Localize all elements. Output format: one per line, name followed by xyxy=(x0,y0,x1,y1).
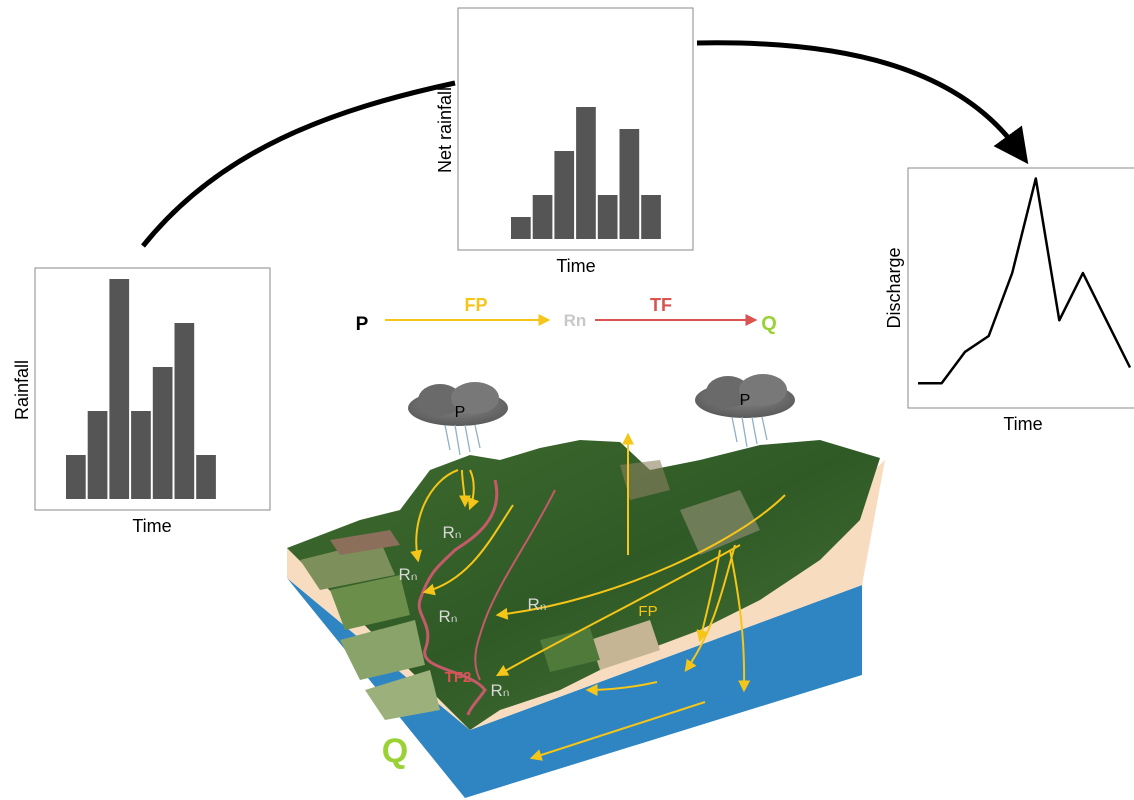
rn-label-4: Rₙ xyxy=(527,595,546,614)
rainfall-bar-2 xyxy=(87,411,108,499)
discharge-frame xyxy=(907,167,1134,409)
cloud-left-label: P xyxy=(455,404,466,421)
cloud-right: P xyxy=(695,374,795,448)
aquifer-flow-arrow xyxy=(529,701,706,761)
discharge-line xyxy=(918,177,1132,385)
net-rainfall-chart: Net rainfall Time xyxy=(435,7,694,276)
rn-label-1: Rₙ xyxy=(442,523,461,542)
net-rainfall-bar-7 xyxy=(641,195,661,239)
rainfall-bar-7 xyxy=(196,455,216,499)
net-rainfall-bar-6 xyxy=(619,129,640,239)
rainfall-bar-5 xyxy=(152,367,173,499)
flow-path-3 xyxy=(410,469,459,563)
landscape-block: P P Rₙ xyxy=(287,374,885,798)
net-rainfall-bar-1 xyxy=(511,217,531,239)
rainfall-chart: Rainfall Time xyxy=(12,267,271,536)
net-rainfall-bar-2 xyxy=(532,195,553,239)
rainfall-bars xyxy=(66,279,216,499)
net-rainfall-bar-3 xyxy=(554,151,575,239)
rn-labels: Rₙ Rₙ Rₙ Rₙ Rₙ xyxy=(398,523,546,700)
cloud-right-label: P xyxy=(740,392,751,409)
rainfall-bar-6 xyxy=(174,323,195,499)
rn-label-5: Rₙ xyxy=(490,681,509,700)
flow-path-6 xyxy=(495,544,741,677)
net-rainfall-bar-4 xyxy=(576,107,596,239)
rn-label-2: Rₙ xyxy=(398,565,417,584)
flow-path-5 xyxy=(495,494,786,620)
flow-path-2 xyxy=(467,469,480,511)
rainfall-bar-1 xyxy=(66,455,86,499)
rainfall-xlabel: Time xyxy=(132,516,171,536)
flow-tf-label: TF xyxy=(650,295,672,315)
stream-channel xyxy=(417,479,499,716)
net-rainfall-xlabel: Time xyxy=(556,256,595,276)
q-outlet-label: Q xyxy=(382,732,408,770)
fp-landscape-label: FP xyxy=(638,603,657,620)
stream-tributary xyxy=(474,489,556,681)
rn-label-3: Rₙ xyxy=(438,607,457,626)
field-4 xyxy=(365,670,440,720)
net-rainfall-bars xyxy=(511,107,661,239)
rainfall-bar-4 xyxy=(131,411,151,499)
tf2-label: TF2 xyxy=(445,669,472,686)
flow-path-1 xyxy=(458,469,471,508)
clearing-1 xyxy=(680,490,760,555)
field-6 xyxy=(330,530,400,555)
flow-path-4 xyxy=(422,504,514,596)
field-3 xyxy=(340,620,425,680)
flow-rn-label: Rn xyxy=(564,311,587,330)
field-2 xyxy=(330,575,410,630)
discharge-chart: Discharge Time xyxy=(884,167,1134,434)
flow-path-8 xyxy=(729,549,751,693)
cloud-left: P xyxy=(408,382,508,456)
discharge-ylabel: Discharge xyxy=(884,247,904,328)
net-rainfall-bar-5 xyxy=(597,195,618,239)
flow-p-label: P xyxy=(356,314,369,335)
flow-path-10 xyxy=(585,681,658,696)
field-7 xyxy=(540,628,600,672)
field-5 xyxy=(590,620,660,670)
aquifer-front-face xyxy=(287,578,862,798)
flow-curve-right xyxy=(696,40,1029,165)
net-rainfall-ylabel: Net rainfall xyxy=(435,87,455,173)
flow-curve-left xyxy=(141,80,456,248)
transfer-flow-line: P FP Rn TF Q xyxy=(356,295,777,335)
flow-q-label: Q xyxy=(761,313,777,335)
rainfall-bar-3 xyxy=(109,279,130,499)
clearing-2 xyxy=(620,460,670,500)
flow-paths xyxy=(410,432,786,761)
flow-fp-label: FP xyxy=(464,295,487,315)
field-1 xyxy=(300,540,395,590)
flow-path-9 xyxy=(696,549,721,643)
discharge-xlabel: Time xyxy=(1003,414,1042,434)
rainfall-ylabel: Rainfall xyxy=(12,360,32,420)
